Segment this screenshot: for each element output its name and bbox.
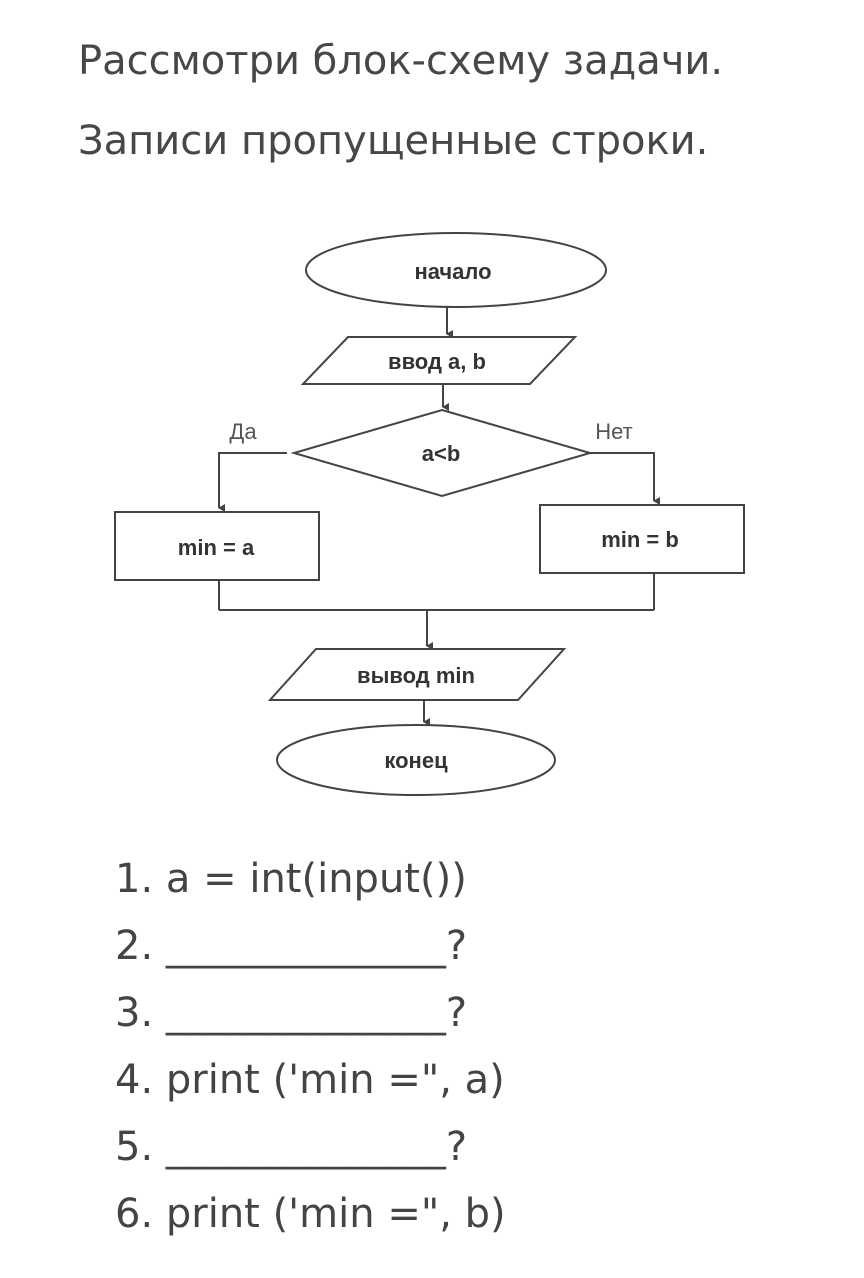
answer-line-2[interactable]: 2. ______________? [115, 923, 468, 969]
flowchart: начало ввод a, b a<b Да Нет min = a min … [114, 232, 745, 796]
yes-action-box [114, 511, 320, 581]
output-label: вывод min [357, 663, 475, 688]
condition-diamond [290, 408, 594, 498]
start-terminator [305, 232, 607, 308]
answer-list: 1. a = int(input()) 2. ______________? 3… [115, 850, 506, 1252]
end-terminator [276, 724, 556, 796]
condition-label: a<b [422, 441, 461, 466]
yes-label: Да [229, 419, 257, 444]
task-title-line-1: Рассмотри блок-схему задачи. [78, 38, 724, 84]
answer-line-1: 1. a = int(input()) [115, 856, 467, 902]
start-label: начало [414, 259, 491, 284]
input-label: ввод a, b [388, 349, 486, 374]
task-title-line-2: Записи пропущенные строки. [78, 118, 709, 164]
output-parallelogram [267, 648, 567, 701]
answer-line-3[interactable]: 3. ______________? [115, 990, 468, 1036]
no-action-box [539, 504, 745, 574]
input-parallelogram [300, 336, 578, 385]
no-action-label: min = b [601, 527, 679, 552]
no-label: Нет [595, 419, 632, 444]
answer-line-5[interactable]: 5. ______________? [115, 1124, 468, 1170]
yes-action-label: min = a [178, 535, 255, 560]
end-label: конец [384, 748, 448, 773]
answer-line-4: 4. print ('min =", a) [115, 1057, 505, 1103]
answer-line-6: 6. print ('min =", b) [115, 1191, 506, 1237]
